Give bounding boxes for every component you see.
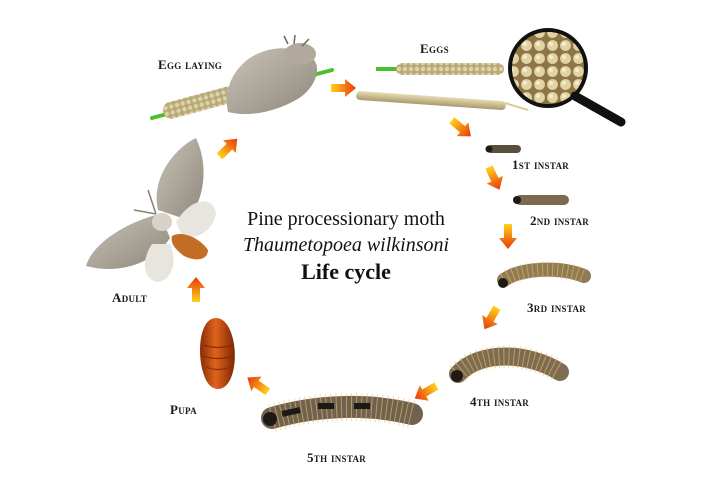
- instar-1-larva: [485, 145, 521, 153]
- label-pupa: Pupa: [170, 402, 197, 417]
- cycle-arrow-7: [247, 376, 271, 396]
- cycle-arrow-3: [485, 165, 504, 190]
- moth-head: [284, 43, 316, 65]
- moth-antennae: [133, 189, 157, 215]
- pupa-illustration: [200, 318, 235, 389]
- life-cycle-heading: Life cycle: [301, 259, 391, 284]
- label-egg-laying: Egg laying: [158, 57, 223, 72]
- egg-mass: [396, 63, 504, 75]
- moth-antennae: [283, 34, 310, 47]
- label-1st-instar: 1st instar: [512, 157, 570, 172]
- eggs-illustration: [356, 28, 626, 127]
- cycle-arrow-2: [449, 117, 471, 137]
- instar-5-larva: [261, 392, 423, 432]
- label-2nd-instar: 2nd instar: [530, 213, 590, 228]
- moth-thorax: [152, 213, 172, 231]
- egg-laying-illustration: [150, 34, 334, 120]
- label-adult: Adult: [112, 290, 148, 305]
- label-5th-instar: 5th instar: [307, 450, 367, 465]
- cycle-arrows: [187, 79, 517, 401]
- label-eggs: Eggs: [420, 41, 449, 56]
- egg-needle: [356, 91, 506, 110]
- cycle-arrow-8: [187, 277, 205, 302]
- adult-moth-illustration: [86, 138, 216, 282]
- hindwing: [144, 244, 174, 282]
- instar-4-larva: [449, 345, 569, 383]
- forewing: [156, 138, 204, 220]
- label-4th-instar: 4th instar: [470, 394, 530, 409]
- needle-tip: [504, 102, 529, 111]
- label-3rd-instar: 3rd instar: [527, 300, 587, 315]
- species-name-title: Thaumetopoea wilkinsoni: [242, 234, 450, 256]
- hindwing: [176, 201, 216, 238]
- cycle-arrow-6: [414, 382, 439, 401]
- cycle-arrow-5: [482, 305, 501, 330]
- common-name-title: Pine processionary moth: [247, 208, 445, 230]
- female-moth: [226, 48, 318, 115]
- instar-3-larva: [497, 261, 591, 288]
- moth-abdomen: [171, 233, 208, 260]
- cycle-arrow-9: [216, 138, 238, 160]
- magnifying-glass-icon: [508, 28, 626, 127]
- cycle-arrow-4: [499, 224, 517, 249]
- egg-mass: [163, 86, 238, 119]
- cycle-arrow-1: [331, 79, 356, 97]
- instar-2-larva: [513, 195, 569, 205]
